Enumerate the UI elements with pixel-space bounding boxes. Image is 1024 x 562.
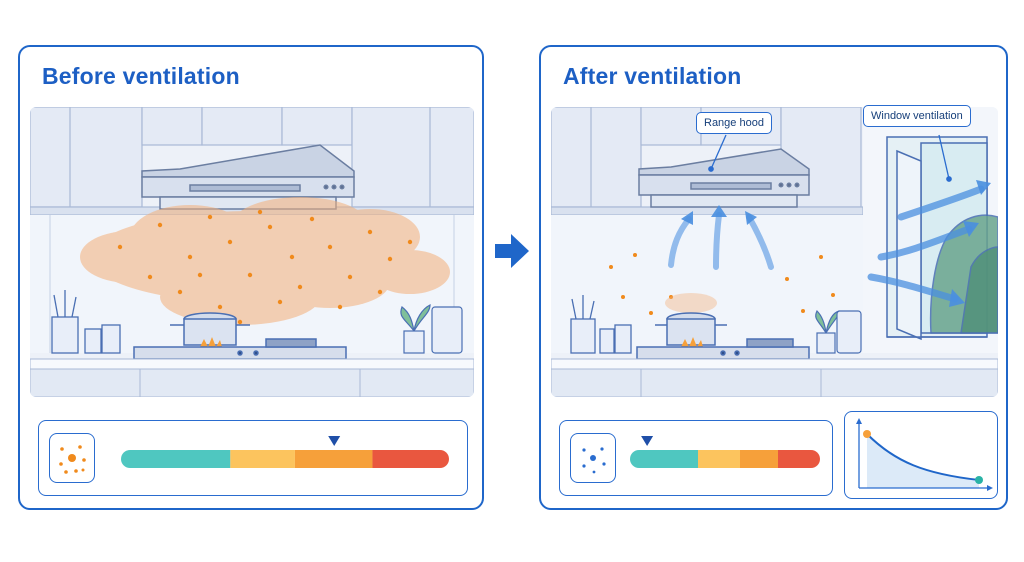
- burner-flame: [200, 337, 222, 347]
- trend-line: [866, 433, 980, 481]
- after-title: After ventilation: [563, 63, 742, 89]
- scale-segment: [230, 450, 295, 468]
- utensil-holder: [51, 290, 121, 354]
- before-kitchen-scene: [30, 107, 474, 397]
- level-indicator-icon: [641, 436, 654, 446]
- window-airflow-arrows: [867, 185, 985, 303]
- scale-segment: [740, 450, 778, 468]
- particles-sparse-icon: [582, 447, 606, 474]
- range-hood-label: Range hood: [696, 112, 772, 134]
- before-air-quality-meter: [38, 420, 468, 496]
- pollution-trend-chart: [844, 411, 998, 499]
- remaining-particles: [609, 253, 835, 315]
- after-particle-icon-box: [570, 433, 616, 483]
- scale-segment: [698, 450, 740, 468]
- cooktop: [133, 338, 347, 360]
- scale-svg: [121, 436, 449, 468]
- before-title: Before ventilation: [42, 63, 240, 89]
- scale-segment: [630, 450, 698, 468]
- open-window: [886, 136, 998, 341]
- potted-plant: [400, 304, 431, 354]
- smoke-cloud: [80, 197, 450, 325]
- scale-svg: [630, 436, 820, 468]
- level-indicator-icon: [328, 436, 341, 446]
- before-particle-icon-box: [49, 433, 95, 483]
- scale-segment: [778, 450, 820, 468]
- particles-dense-icon: [59, 445, 86, 474]
- after-pollution-scale: [630, 436, 820, 468]
- after-panel: After ventilation: [539, 45, 1008, 510]
- scale-segment: [121, 450, 231, 468]
- smoke-particles: [117, 209, 413, 325]
- scale-segment: [372, 450, 449, 468]
- after-air-quality-meter: [559, 420, 833, 496]
- cutting-board: [431, 306, 463, 354]
- window-ventilation-label: Window ventilation: [863, 105, 971, 127]
- after-kitchen-scene: [551, 107, 998, 397]
- scale-segment: [294, 450, 373, 468]
- cooking-pot: [170, 312, 250, 346]
- before-pollution-scale: [121, 436, 449, 468]
- trend-end-point: [975, 476, 983, 484]
- trend-start-point: [863, 430, 871, 438]
- right-arrow-icon: [495, 234, 529, 268]
- before-panel: Before ventilation: [18, 45, 484, 510]
